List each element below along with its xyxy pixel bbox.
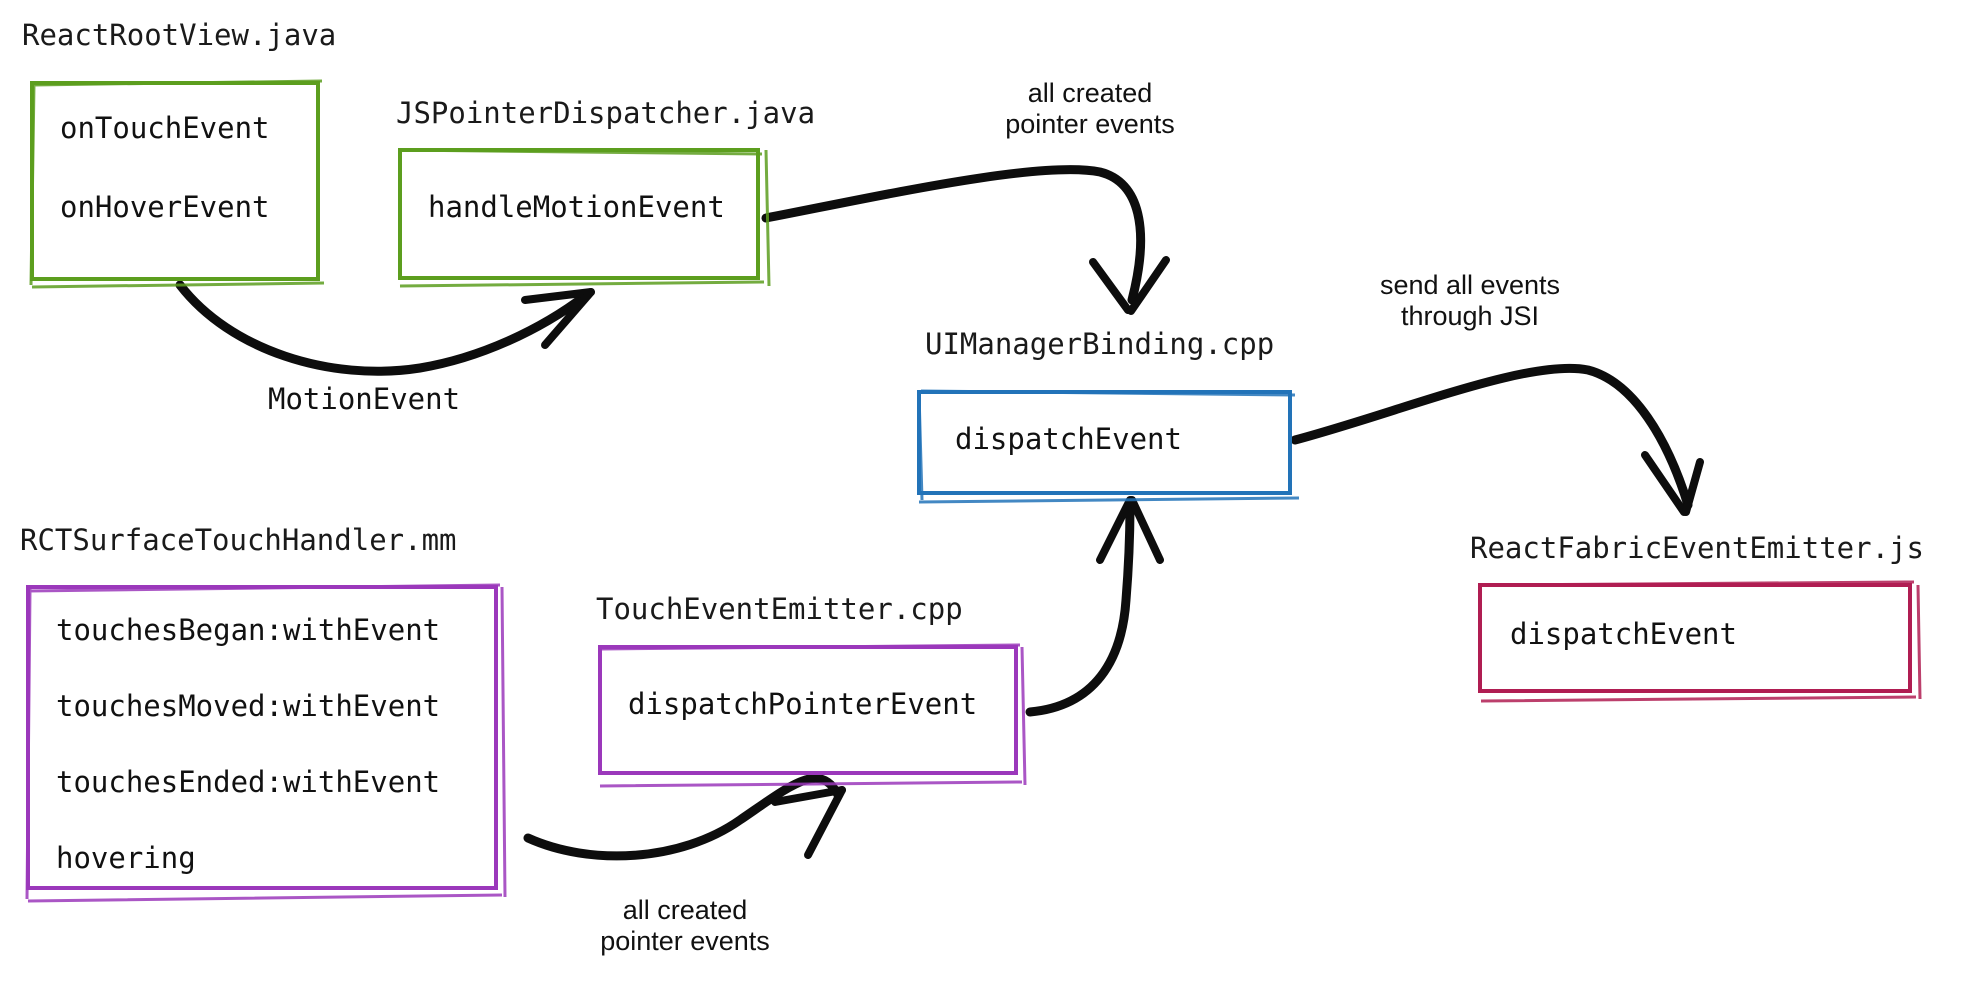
node-line-handle-motion-event: handleMotionEvent [428, 190, 725, 224]
file-label-react-root-view: ReactRootView.java [22, 18, 337, 52]
node-ui-manager-binding[interactable]: dispatchEvent [917, 389, 1300, 504]
node-line-on-touch-event: onTouchEvent [60, 111, 270, 145]
file-label-rct-surface-touch-handler: RCTSurfaceTouchHandler.mm [20, 523, 457, 557]
node-line-touches-ended: touchesEnded:withEvent [56, 765, 441, 799]
file-label-ui-manager-binding: UIManagerBinding.cpp [925, 327, 1275, 361]
file-label-js-pointer-dispatcher: JSPointerDispatcher.java [396, 96, 816, 130]
edge-motion-event [175, 280, 595, 376]
node-rct-surface-touch-handler[interactable]: touchesBegan:withEvent touchesMoved:with… [25, 583, 507, 903]
edge-touch-emitter-to-binding [1025, 496, 1164, 717]
node-line-dispatch-event-fabric: dispatchEvent [1510, 617, 1737, 651]
node-touch-event-emitter[interactable]: dispatchPointerEvent [598, 643, 1027, 788]
edge-label-motion-event: MotionEvent [268, 382, 461, 416]
node-line-dispatch-pointer-event: dispatchPointerEvent [628, 687, 978, 721]
node-line-dispatch-event-binding: dispatchEvent [955, 422, 1182, 456]
edge-label-send-through-jsi: send all events through JSI [1379, 270, 1561, 331]
node-line-on-hover-event: onHoverEvent [60, 190, 270, 224]
node-line-touches-began: touchesBegan:withEvent [56, 613, 441, 647]
node-react-fabric-event-emitter[interactable]: dispatchEvent [1478, 580, 1922, 703]
edge-label-android-created-pointer-events: all created pointer events [1005, 78, 1175, 139]
edge-android-created-pointer-events [761, 165, 1170, 315]
node-react-root-view[interactable]: onTouchEvent onHoverEvent [29, 79, 325, 289]
node-line-hovering: hovering [56, 841, 196, 875]
edge-send-through-jsi [1290, 363, 1704, 516]
edge-ios-created-pointer-events [523, 773, 846, 861]
node-line-touches-moved: touchesMoved:withEvent [56, 689, 441, 723]
node-js-pointer-dispatcher[interactable]: handleMotionEvent [398, 148, 771, 288]
file-label-react-fabric-event-emitter: ReactFabricEventEmitter.js [1470, 531, 1924, 565]
rough-outline-react-root-view [29, 79, 325, 289]
file-label-touch-event-emitter: TouchEventEmitter.cpp [596, 592, 963, 626]
edge-label-ios-created-pointer-events: all created pointer events [600, 895, 770, 956]
